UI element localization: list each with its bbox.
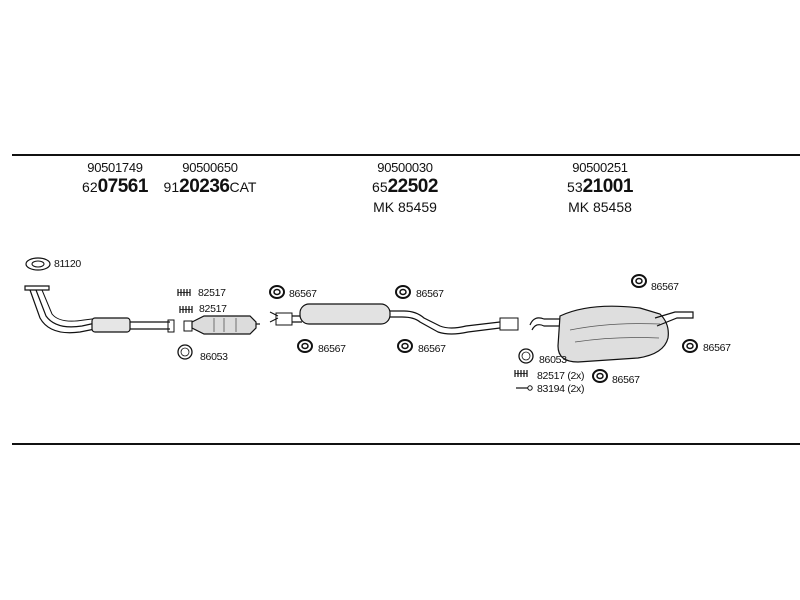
hanger-ring-icon bbox=[397, 339, 413, 353]
article-number: 6207561 bbox=[82, 176, 148, 197]
article-number: 5321001 bbox=[567, 176, 633, 197]
clamp-icon bbox=[514, 369, 528, 378]
header-middle-silencer: 90500030 6522502 MK 85459 bbox=[345, 160, 465, 215]
hanger-label: 86567 bbox=[416, 288, 444, 300]
oe-number: 90500650 bbox=[182, 160, 238, 175]
mounting-kit-number: MK 85459 bbox=[373, 199, 437, 215]
hanger-label: 86567 bbox=[418, 343, 446, 355]
clamp-label: 82517 (2x) bbox=[537, 370, 585, 382]
hanger-label: 86567 bbox=[703, 342, 731, 354]
middle-silencer bbox=[269, 303, 519, 335]
header-front-pipe: 90501749 6207561 bbox=[60, 160, 170, 197]
top-divider bbox=[12, 154, 800, 156]
clamp-icon bbox=[177, 288, 191, 297]
hanger-ring-icon bbox=[395, 285, 411, 299]
catalytic-converter bbox=[183, 315, 260, 335]
article-number: 9120236CAT bbox=[163, 176, 257, 197]
header-catalytic-converter: 90500650 9120236CAT bbox=[150, 160, 270, 197]
ring-label: 86053 bbox=[539, 354, 567, 366]
hanger-ring-icon bbox=[297, 339, 313, 353]
clamp-label: 82517 bbox=[198, 287, 226, 299]
oe-number: 90501749 bbox=[87, 160, 143, 175]
hanger-ring-icon bbox=[631, 274, 647, 288]
gasket-label: 81120 bbox=[54, 258, 81, 270]
bolt-label: 83194 (2x) bbox=[537, 383, 585, 395]
bolt-icon bbox=[516, 385, 533, 391]
clamp-icon bbox=[179, 305, 193, 314]
clamp-label: 82517 bbox=[199, 303, 227, 315]
mounting-kit-number: MK 85458 bbox=[568, 199, 632, 215]
hanger-label: 86567 bbox=[289, 288, 317, 300]
hanger-label: 86567 bbox=[651, 281, 679, 293]
article-number: 6522502 bbox=[372, 176, 438, 197]
oe-number: 90500251 bbox=[572, 160, 628, 175]
sealing-ring-icon bbox=[177, 344, 193, 360]
hanger-ring-icon bbox=[592, 369, 608, 383]
ring-label: 86053 bbox=[200, 351, 228, 363]
hanger-ring-icon bbox=[682, 339, 698, 353]
header-rear-silencer: 90500251 5321001 MK 85458 bbox=[540, 160, 660, 215]
front-pipe bbox=[24, 257, 175, 334]
hanger-label: 86567 bbox=[318, 343, 346, 355]
rear-silencer bbox=[529, 305, 694, 363]
bottom-divider bbox=[12, 443, 800, 445]
hanger-ring-icon bbox=[269, 285, 285, 299]
oe-number: 90500030 bbox=[377, 160, 433, 175]
sealing-ring-icon bbox=[518, 348, 534, 364]
hanger-label: 86567 bbox=[612, 374, 640, 386]
